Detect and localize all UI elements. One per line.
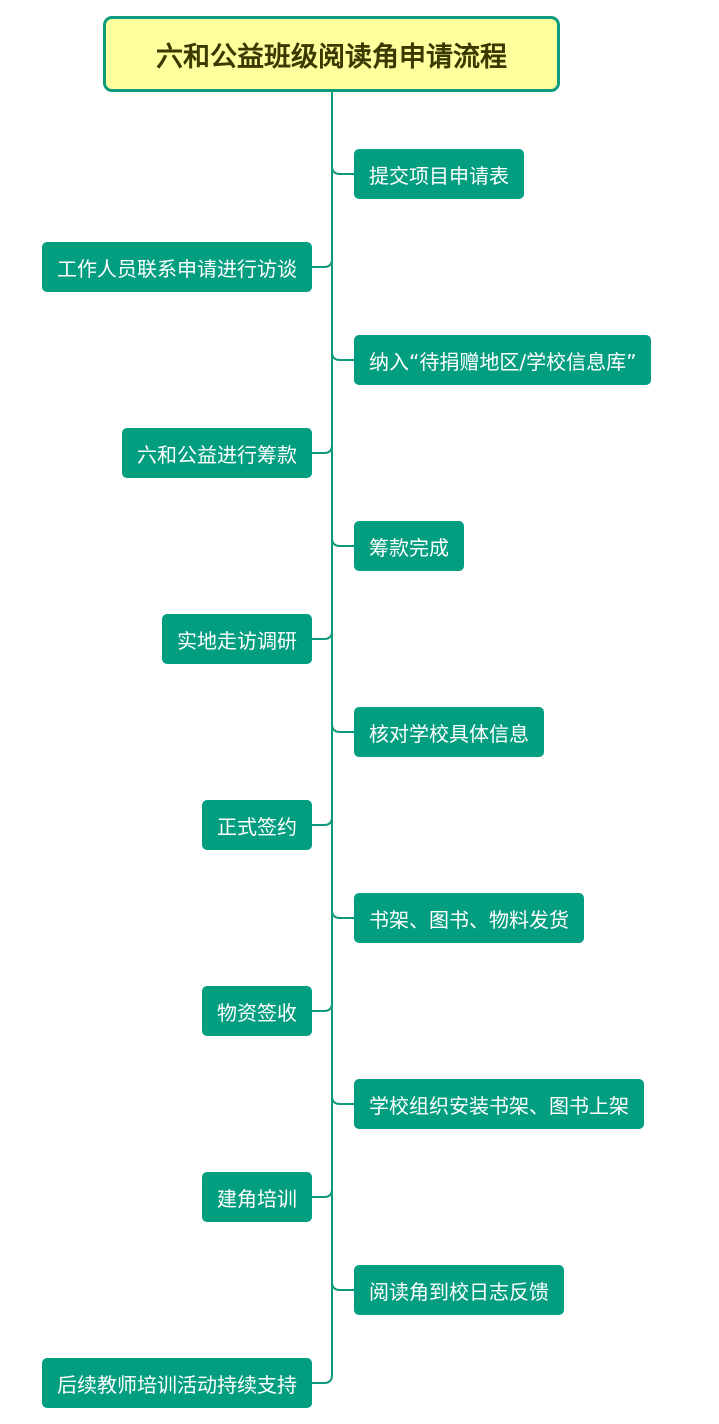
- connector-branch-12: [312, 1188, 333, 1198]
- step-13: 阅读角到校日志反馈: [354, 1265, 564, 1315]
- step-3: 纳入“待捐赠地区/学校信息库”: [354, 335, 652, 385]
- step-4: 六和公益进行筹款: [122, 428, 312, 478]
- step-10: 物资签收: [202, 986, 312, 1036]
- connector-branch-13: [331, 1281, 354, 1291]
- connector-spine: [312, 92, 333, 1384]
- step-12: 建角培训: [202, 1172, 312, 1222]
- step-6: 实地走访调研: [162, 614, 312, 664]
- connector-branch-1: [331, 165, 354, 175]
- step-14: 后续教师培训活动持续支持: [42, 1358, 312, 1408]
- step-11: 学校组织安装书架、图书上架: [354, 1079, 644, 1129]
- step-2: 工作人员联系申请进行访谈: [42, 242, 312, 292]
- connector-branch-6: [312, 630, 333, 640]
- connector-branch-8: [312, 816, 333, 826]
- step-8: 正式签约: [202, 800, 312, 850]
- connector-branch-4: [312, 444, 333, 454]
- connector-branch-10: [312, 1002, 333, 1012]
- connector-branch-3: [331, 351, 354, 361]
- step-5: 筹款完成: [354, 521, 464, 571]
- connector-branch-2: [312, 258, 333, 268]
- step-1: 提交项目申请表: [354, 149, 524, 199]
- connector-branch-5: [331, 537, 354, 547]
- connector-branch-11: [331, 1095, 354, 1105]
- step-9: 书架、图书、物料发货: [354, 893, 584, 943]
- connector-branch-9: [331, 909, 354, 919]
- step-7: 核对学校具体信息: [354, 707, 544, 757]
- flow-title: 六和公益班级阅读角申请流程: [103, 16, 560, 92]
- connector-branch-7: [331, 723, 354, 733]
